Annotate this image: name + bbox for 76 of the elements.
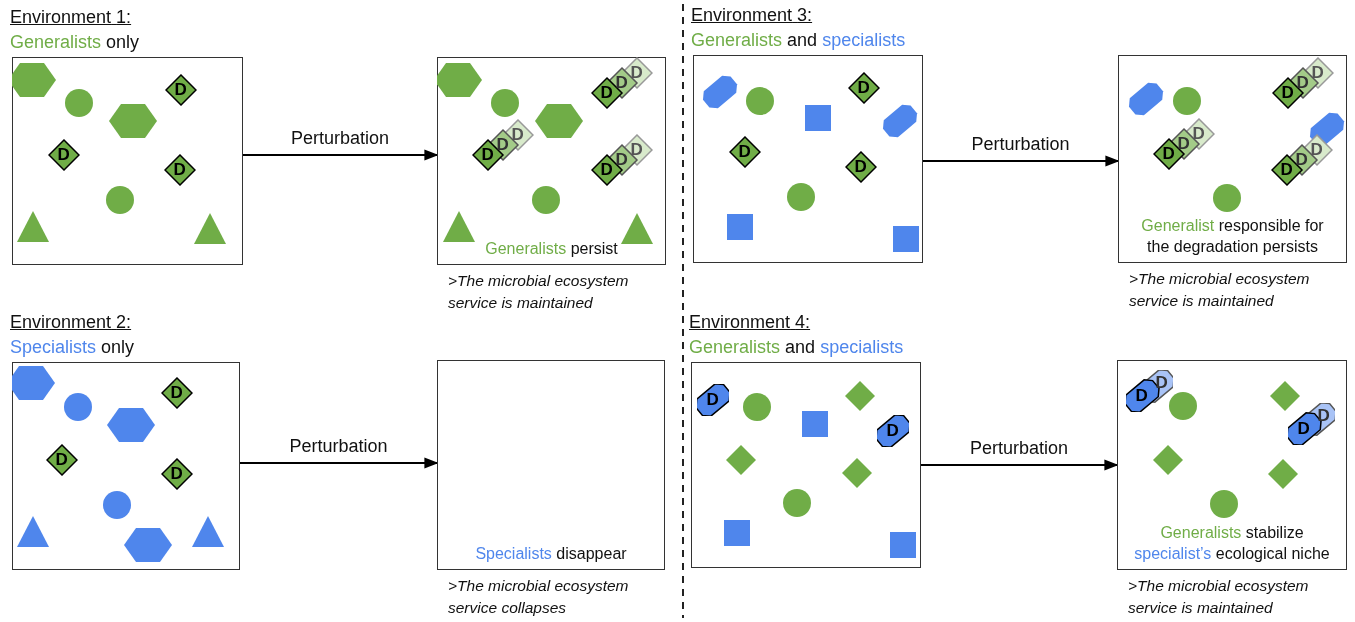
- degrader-label: D: [1295, 150, 1308, 169]
- degrader-label: D: [1311, 63, 1324, 82]
- degrader-label: D: [1280, 160, 1293, 179]
- outcome-note: >The microbial ecosystem service is maintained: [448, 271, 630, 313]
- community-label: Generalists and specialists: [691, 29, 906, 52]
- degrader-stack: [1270, 133, 1333, 186]
- environment-panel: [1117, 360, 1347, 570]
- degrader-label: D: [600, 160, 613, 179]
- degrader-stack: [590, 133, 653, 186]
- degrader-label: D: [496, 135, 509, 154]
- degrader-label: D: [173, 160, 186, 179]
- environment-heading: Environment 4:: [689, 311, 811, 334]
- degrader-label: D: [170, 464, 183, 483]
- degrader-diamond: [45, 443, 78, 476]
- outcome-note: >The microbial ecosystem service is maintained: [1128, 576, 1310, 618]
- community-label: Specialists only: [10, 336, 135, 359]
- degrader-stack: [471, 118, 534, 171]
- degrader-diamond: [47, 138, 80, 171]
- degrader-diamond: [164, 73, 197, 106]
- outcome-text: Generalists persist: [485, 239, 618, 259]
- degrader-stack: [1125, 369, 1173, 412]
- degrader-stack: [590, 56, 653, 109]
- degrader-label: D: [1162, 144, 1175, 163]
- environment-panel: [437, 57, 666, 265]
- degrader-label: D: [630, 63, 643, 82]
- degrader-octagon: [696, 383, 729, 416]
- degrader-label: D: [615, 73, 628, 92]
- degrader-diamond: [163, 153, 196, 186]
- degrader-label: D: [630, 140, 643, 159]
- degrader-stack: [1271, 56, 1334, 109]
- degrader-diamond: [847, 71, 880, 104]
- degrader-label: D: [174, 80, 187, 99]
- degrader-label: D: [511, 125, 524, 144]
- degrader-label: D: [170, 383, 183, 402]
- degrader-label: D: [1310, 140, 1323, 159]
- degrader-octagon: [876, 414, 909, 447]
- degrader-diamond: [160, 457, 193, 490]
- outcome-text: Generalist responsible for the degradation persists: [1140, 216, 1325, 257]
- degrader-label: D: [1192, 124, 1205, 143]
- outcome-text: Generalists stabilize specialist’s ecological niche: [1133, 523, 1331, 564]
- outcome-text: Specialists disappear: [475, 544, 627, 564]
- degrader-diamond: [728, 135, 761, 168]
- environment-panel: [437, 360, 665, 570]
- degrader-label: D: [854, 157, 867, 176]
- degrader-label: D: [1177, 134, 1190, 153]
- degrader-label: D: [706, 390, 719, 409]
- degrader-label: D: [57, 145, 70, 164]
- degrader-stack: [1152, 117, 1215, 170]
- outcome-note: >The microbial ecosystem service collapses: [448, 576, 630, 618]
- degrader-label: D: [1155, 373, 1168, 392]
- arrow: [920, 459, 1119, 471]
- environment-heading: Environment 3:: [691, 4, 813, 27]
- arrow: [922, 155, 1120, 167]
- degrader-label: D: [600, 83, 613, 102]
- degrader-label: D: [1281, 83, 1294, 102]
- degrader-label: D: [1297, 419, 1310, 438]
- environment-heading: Environment 1:: [10, 6, 132, 29]
- degrader-label: D: [1296, 73, 1309, 92]
- community-label: Generalists only: [10, 31, 140, 54]
- environment-heading: Environment 2:: [10, 311, 132, 334]
- arrow: [239, 457, 439, 469]
- degrader-label: D: [1317, 406, 1330, 425]
- community-label: Generalists and specialists: [689, 336, 904, 359]
- degrader-label: D: [886, 421, 899, 440]
- degrader-label: D: [857, 78, 870, 97]
- degrader-stack: [1287, 402, 1335, 445]
- degrader-label: D: [481, 145, 494, 164]
- degrader-diamond: [844, 150, 877, 183]
- degrader-label: D: [1135, 386, 1148, 405]
- degrader-diamond: [160, 376, 193, 409]
- outcome-note: >The microbial ecosystem service is maintained: [1129, 269, 1311, 311]
- arrow: [242, 149, 439, 161]
- degrader-label: D: [615, 150, 628, 169]
- degrader-label: D: [55, 450, 68, 469]
- degrader-label: D: [738, 142, 751, 161]
- environment-panel: [1118, 55, 1347, 263]
